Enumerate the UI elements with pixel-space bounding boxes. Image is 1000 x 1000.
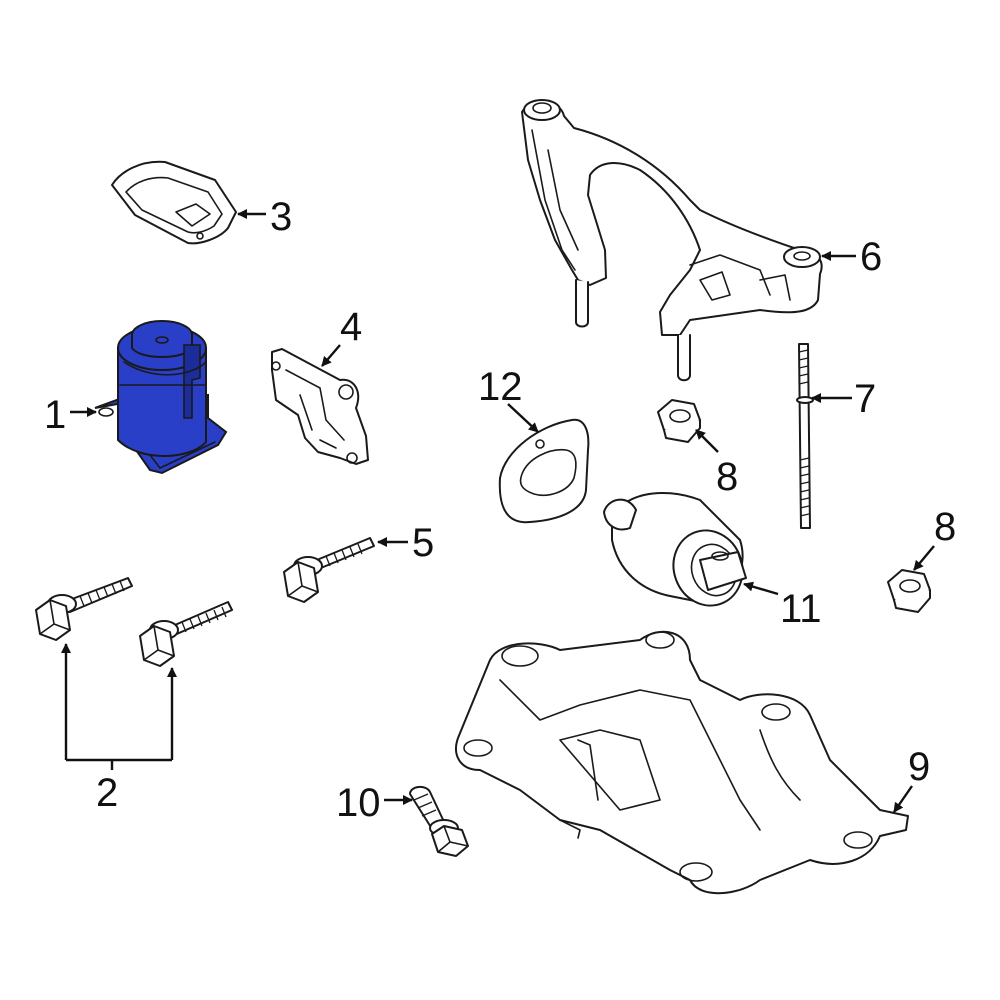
part-2-bolt-left[interactable] bbox=[35, 577, 133, 641]
part-4-mount-bracket[interactable] bbox=[271, 348, 369, 465]
callout-11: 11 bbox=[780, 587, 822, 631]
part-2-bolt-right[interactable] bbox=[139, 601, 233, 667]
callout-6: 6 bbox=[860, 235, 882, 279]
part-12-spacer-plate[interactable] bbox=[498, 418, 590, 524]
callout-2: 2 bbox=[96, 771, 118, 815]
callout-7: 7 bbox=[854, 377, 876, 421]
part-3-heat-shield[interactable] bbox=[111, 160, 237, 245]
part-9-crossmember[interactable] bbox=[455, 630, 909, 895]
leader-lines bbox=[61, 209, 935, 813]
callout-3: 3 bbox=[270, 195, 292, 239]
callout-8-lower: 8 bbox=[934, 505, 956, 549]
part-8-nut-lower[interactable] bbox=[887, 569, 931, 613]
callout-9: 9 bbox=[908, 745, 930, 789]
part-11-bushing[interactable] bbox=[603, 492, 753, 615]
part-5-bolt[interactable] bbox=[283, 537, 375, 603]
callout-labels: 1 2 3 4 5 6 7 8 8 9 10 11 12 bbox=[44, 195, 956, 825]
callout-10: 10 bbox=[336, 781, 381, 825]
callout-12: 12 bbox=[478, 365, 523, 409]
part-10-bolt[interactable] bbox=[409, 786, 469, 857]
part-1-engine-mount[interactable] bbox=[94, 320, 228, 475]
part-7-stud[interactable] bbox=[796, 343, 814, 529]
callout-5: 5 bbox=[412, 521, 434, 565]
part-6-upper-bracket[interactable] bbox=[521, 99, 823, 382]
callout-8-upper: 8 bbox=[716, 455, 738, 499]
callout-1: 1 bbox=[44, 393, 66, 437]
callout-4: 4 bbox=[340, 305, 362, 349]
part-8-nut-upper[interactable] bbox=[657, 399, 701, 443]
